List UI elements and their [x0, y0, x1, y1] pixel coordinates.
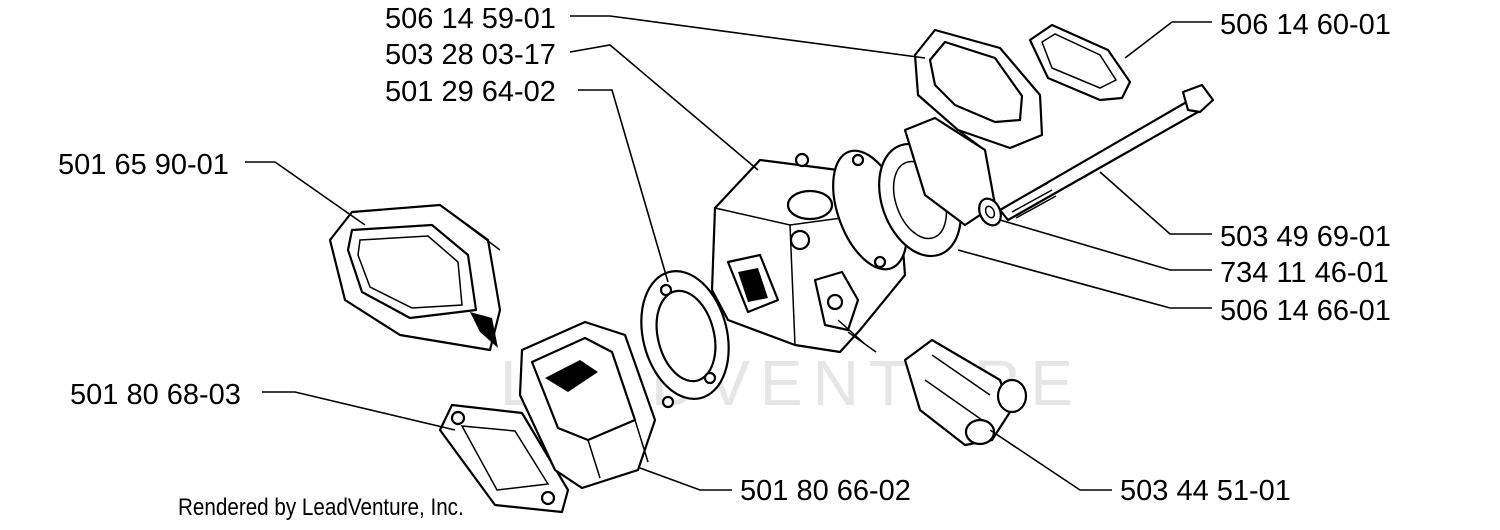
air-filter-housing-part [328, 203, 502, 352]
label-506-14-59-01: 506 14 59-01 [385, 3, 556, 35]
label-501-29-64-02: 501 29 64-02 [385, 76, 556, 108]
label-501-65-90-01: 501 65 90-01 [58, 149, 229, 181]
label-501-80-68-03: 501 80 68-03 [70, 379, 241, 411]
leader-506-14-60-01 [1124, 21, 1212, 59]
flange-gasket-part [438, 403, 570, 514]
label-501-80-66-02: 501 80 66-02 [740, 475, 911, 507]
render-credit: Rendered by LeadVenture, Inc. [178, 494, 464, 521]
label-734-11-46-01: 734 11 46-01 [1220, 257, 1389, 289]
label-506-14-60-01: 506 14 60-01 [1220, 9, 1391, 41]
bolt-part [998, 83, 1215, 222]
leader-734-11-46-01 [999, 219, 1212, 271]
leader-lines [245, 15, 1212, 491]
leader-503-44-51-01 [989, 429, 1112, 491]
leader-503-49-69-01 [1099, 171, 1212, 235]
intake-boot-part [903, 28, 1044, 227]
leader-506-14-66-01 [957, 249, 1212, 309]
leader-501-80-66-02 [639, 467, 732, 491]
leader-506-14-59-01 [570, 15, 926, 59]
ring-gasket-part [640, 270, 730, 400]
fuel-filter-part [903, 338, 1028, 447]
label-503-44-51-01: 503 44 51-01 [1120, 475, 1291, 507]
leader-501-80-68-03 [262, 391, 456, 431]
label-506-14-66-01: 506 14 66-01 [1220, 295, 1391, 327]
leader-501-65-90-01 [245, 161, 366, 226]
oval-gasket-part [1028, 23, 1132, 102]
leader-501-29-64-02 [578, 89, 669, 283]
label-503-28-03-17: 503 28 03-17 [385, 39, 556, 71]
washer-part [978, 197, 1002, 227]
leader-503-28-03-17 [569, 44, 759, 171]
label-503-49-69-01: 503 49 69-01 [1220, 221, 1391, 253]
intake-elbow-part [518, 320, 675, 490]
